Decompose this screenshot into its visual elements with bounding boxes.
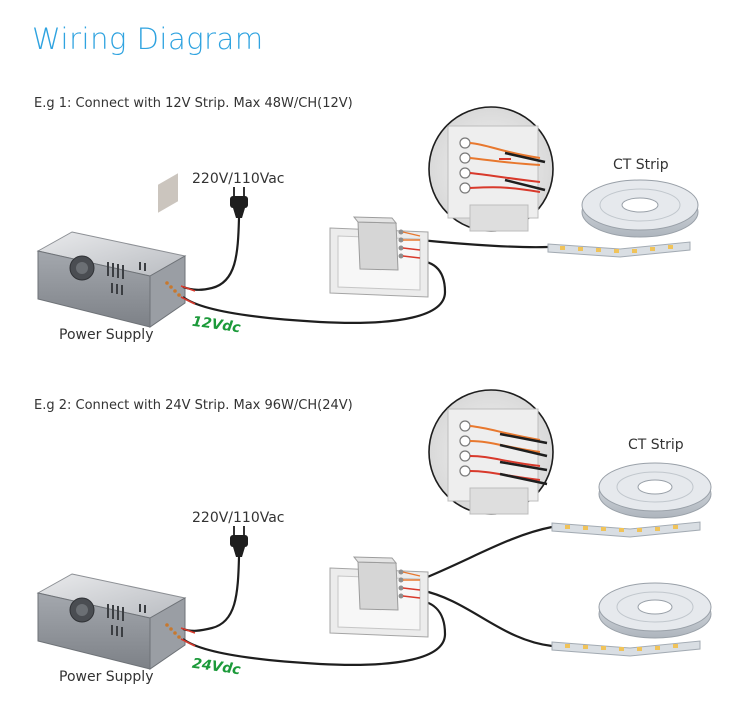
example-2-caption: E.g 2: Connect with 24V Strip. Max 96W/C… — [34, 398, 353, 413]
example-1-caption: E.g 1: Connect with 12V Strip. Max 48W/C… — [34, 96, 353, 111]
example-2-power-supply-label: Power Supply — [59, 669, 154, 685]
zoom-detail-icon — [428, 106, 554, 232]
page-title: Wiring Diagram — [32, 22, 264, 56]
controller-icon — [329, 556, 429, 638]
example-2-mains-label: 220V/110Vac — [192, 510, 285, 526]
led-strip-reel-icon — [551, 582, 712, 657]
example-1-strip-label: CT Strip — [613, 157, 669, 173]
plug-icon — [230, 526, 248, 557]
example-2-strip-label: CT Strip — [628, 437, 684, 453]
plug-icon — [230, 187, 248, 218]
led-strip-reel-icon — [551, 462, 712, 538]
led-strip-reel-icon — [547, 179, 699, 258]
power-supply-icon — [36, 573, 187, 670]
example-1-mains-label: 220V/110Vac — [192, 171, 285, 187]
zoom-detail-icon — [428, 389, 554, 515]
power-supply-icon — [36, 173, 187, 328]
controller-icon — [329, 216, 429, 298]
example-1-power-supply-label: Power Supply — [59, 327, 154, 343]
